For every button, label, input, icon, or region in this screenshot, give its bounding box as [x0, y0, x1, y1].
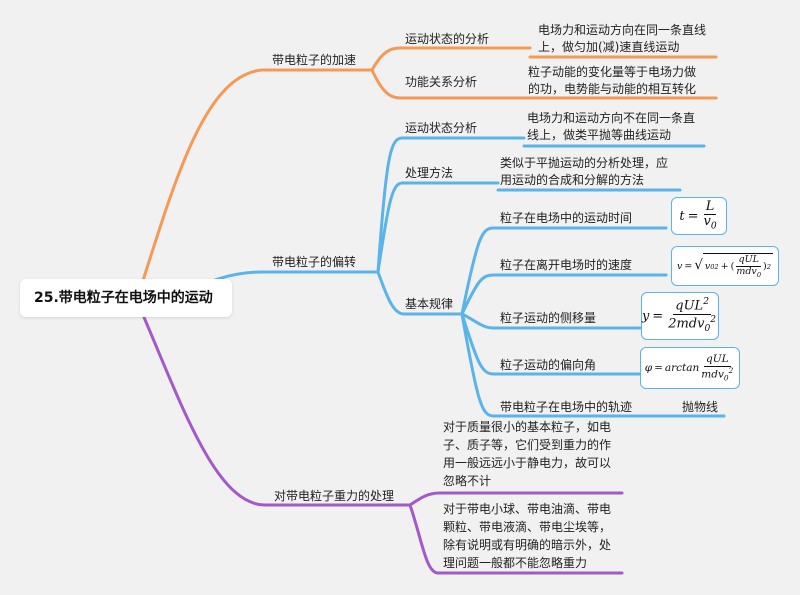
link-root-acceleration — [138, 68, 374, 292]
link-rules-item4 — [460, 312, 726, 418]
defl-motion-state-desc-2: 线上，做类平抛等曲线运动 — [527, 128, 672, 142]
gravity-item0-desc-4: 忽略不计 — [443, 474, 492, 488]
link-rules-item2 — [460, 312, 642, 330]
purple-connectors — [138, 306, 624, 575]
link-gravity-item1 — [408, 503, 624, 575]
accel-energy-desc-1: 粒子动能的变化量等于电场力做 — [528, 65, 697, 79]
branch-deflection-label[interactable]: 带电粒子的偏转 — [272, 255, 357, 269]
accel-motion-state-desc-1: 电场力和运动方向在同一条直线 — [538, 23, 707, 37]
rule-item-angle-label[interactable]: 粒子运动的偏向角 — [500, 358, 597, 372]
branch-acceleration-label[interactable]: 带电粒子的加速 — [272, 53, 357, 67]
rule-item-trajectory-label[interactable]: 带电粒子在电场中的轨迹 — [500, 400, 633, 414]
link-rules-item0 — [460, 226, 668, 316]
defl-method-label[interactable]: 处理方法 — [405, 166, 454, 180]
rule-item-trajectory-value: 抛物线 — [682, 400, 719, 414]
gravity-item1-desc-1: 对于带电小球、带电油滴、带电 — [443, 502, 612, 516]
link-rules-item3 — [460, 312, 642, 376]
gravity-item1-desc-2: 颗粒、带电液滴、带电尘埃等， — [443, 520, 612, 534]
link-defl-motion — [376, 136, 526, 274]
defl-method-desc-2: 用运动的合成和分解的方法 — [500, 173, 645, 187]
gravity-item0-desc-3: 用一般远远小于静电力，故可以 — [443, 456, 612, 470]
gravity-item1-desc-3: 除有说明或有明确的暗示外，处 — [443, 538, 612, 552]
gravity-item0-desc-1: 对于质量很小的基本粒子，如电 — [443, 420, 612, 434]
root-node[interactable]: 25.带电粒子在电场中的运动 — [20, 279, 232, 317]
accel-motion-state-desc-2: 上，做匀加(减)速直线运动 — [538, 40, 680, 54]
accel-energy-desc-2: 的功，电势能与动能的相互转化 — [528, 82, 697, 96]
link-defl-rules — [376, 270, 464, 316]
rule-item-velocity-label[interactable]: 粒子在离开电场时的速度 — [500, 258, 633, 272]
gravity-item0-desc-2: 子、质子等，它们受到重力的作 — [443, 438, 612, 452]
defl-motion-state-label[interactable]: 运动状态分析 — [405, 121, 478, 135]
rule-item-time-label[interactable]: 粒子在电场中的运动时间 — [500, 211, 633, 225]
link-gravity-item0 — [408, 491, 624, 507]
rule-item-displacement-label[interactable]: 粒子运动的侧移量 — [500, 311, 597, 325]
link-defl-method — [376, 181, 500, 274]
link-accel-motion — [370, 46, 532, 72]
gravity-item1-desc-4: 理问题一般都不能忽略重力 — [443, 556, 588, 570]
orange-connectors — [138, 46, 718, 292]
defl-method-desc-1: 类似于平抛运动的分析处理，应 — [500, 156, 669, 170]
defl-rules-label[interactable]: 基本规律 — [405, 297, 454, 311]
accel-energy-label[interactable]: 功能关系分析 — [405, 75, 478, 89]
branch-gravity-label[interactable]: 对带电粒子重力的处理 — [274, 489, 395, 503]
link-root-gravity — [138, 306, 412, 507]
link-rules-item1 — [460, 273, 668, 316]
defl-motion-state-desc-1: 电场力和运动方向不在同一条直 — [527, 111, 696, 125]
accel-motion-state-label[interactable]: 运动状态的分析 — [405, 32, 490, 46]
link-accel-energy — [370, 68, 528, 100]
